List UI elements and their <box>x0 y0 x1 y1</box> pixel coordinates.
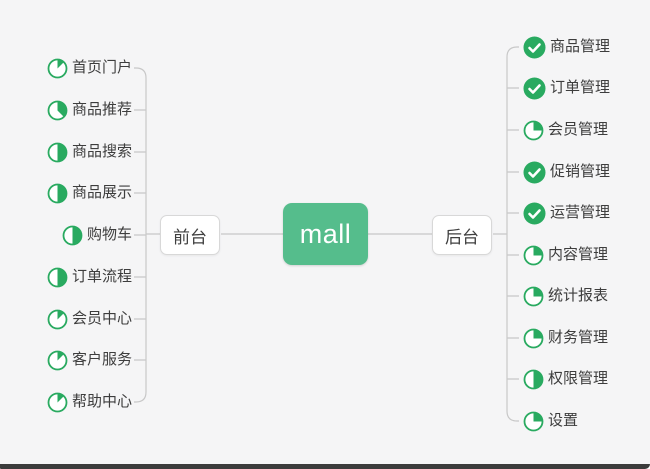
topic-label: 订单管理 <box>550 79 611 96</box>
topic-item[interactable]: 财务管理 <box>523 326 608 350</box>
topic-label: 首页门户 <box>71 59 132 76</box>
topic-item[interactable]: 商品推荐 <box>47 98 132 122</box>
topic-label: 商品搜索 <box>71 143 132 160</box>
topic-label: 财务管理 <box>548 329 609 346</box>
topic-label: 商品展示 <box>71 184 132 201</box>
topic-label: 商品推荐 <box>71 101 132 118</box>
branch-label: 前台 <box>173 227 207 247</box>
task-done-icon <box>523 77 546 100</box>
topic-item[interactable]: 商品搜索 <box>47 140 132 164</box>
topic-item[interactable]: 运营管理 <box>523 201 610 225</box>
topic-label: 运营管理 <box>550 204 611 221</box>
task-progress-icon <box>47 392 68 413</box>
task-progress-icon <box>62 225 83 246</box>
branch-label: 后台 <box>445 227 479 247</box>
task-progress-icon <box>47 267 68 288</box>
task-progress-icon <box>523 120 544 141</box>
topic-item[interactable]: 订单管理 <box>523 76 610 100</box>
topic-label: 帮助中心 <box>71 393 132 410</box>
topic-item[interactable]: 会员管理 <box>523 118 608 142</box>
topic-item[interactable]: 商品展示 <box>47 181 132 205</box>
topic-item[interactable]: 会员中心 <box>47 307 132 331</box>
topic-label: 客户服务 <box>71 351 132 368</box>
task-progress-icon <box>523 245 544 266</box>
branch-node-backend[interactable]: 后台 <box>432 215 492 255</box>
task-progress-icon <box>523 328 544 349</box>
topic-item[interactable]: 客户服务 <box>47 348 132 372</box>
root-node-mall[interactable]: mall <box>283 203 368 265</box>
topic-label: 统计报表 <box>548 287 609 304</box>
task-done-icon <box>523 202 546 225</box>
topic-item[interactable]: 商品管理 <box>523 35 610 59</box>
topic-item[interactable]: 促销管理 <box>523 160 610 184</box>
task-progress-icon <box>47 142 68 163</box>
task-progress-icon <box>523 369 544 390</box>
branch-node-frontend[interactable]: 前台 <box>160 215 220 255</box>
task-progress-icon <box>47 183 68 204</box>
root-label: mall <box>299 218 352 249</box>
task-progress-icon <box>47 350 68 371</box>
topic-item[interactable]: 购物车 <box>62 223 132 247</box>
topic-item[interactable]: 订单流程 <box>47 265 132 289</box>
topic-item[interactable]: 帮助中心 <box>47 390 132 414</box>
topic-label: 订单流程 <box>71 268 132 285</box>
topic-label: 会员中心 <box>71 310 132 327</box>
task-progress-icon <box>47 100 68 121</box>
topic-item[interactable]: 权限管理 <box>523 367 608 391</box>
task-done-icon <box>523 161 546 184</box>
topic-label: 内容管理 <box>548 246 609 263</box>
topic-label: 促销管理 <box>550 163 611 180</box>
task-progress-icon <box>523 411 544 432</box>
topic-item[interactable]: 内容管理 <box>523 243 608 267</box>
topic-label: 商品管理 <box>550 38 611 55</box>
task-progress-icon <box>47 58 68 79</box>
task-done-icon <box>523 36 546 59</box>
topic-item[interactable]: 统计报表 <box>523 284 608 308</box>
topic-label: 会员管理 <box>548 121 609 138</box>
window-bottom-edge <box>0 464 650 469</box>
topic-item[interactable]: 首页门户 <box>47 56 132 80</box>
topic-item[interactable]: 设置 <box>523 409 578 433</box>
task-progress-icon <box>523 286 544 307</box>
topic-label: 购物车 <box>86 226 132 243</box>
topic-label: 权限管理 <box>548 370 609 387</box>
topic-label: 设置 <box>548 412 579 429</box>
task-progress-icon <box>47 309 68 330</box>
